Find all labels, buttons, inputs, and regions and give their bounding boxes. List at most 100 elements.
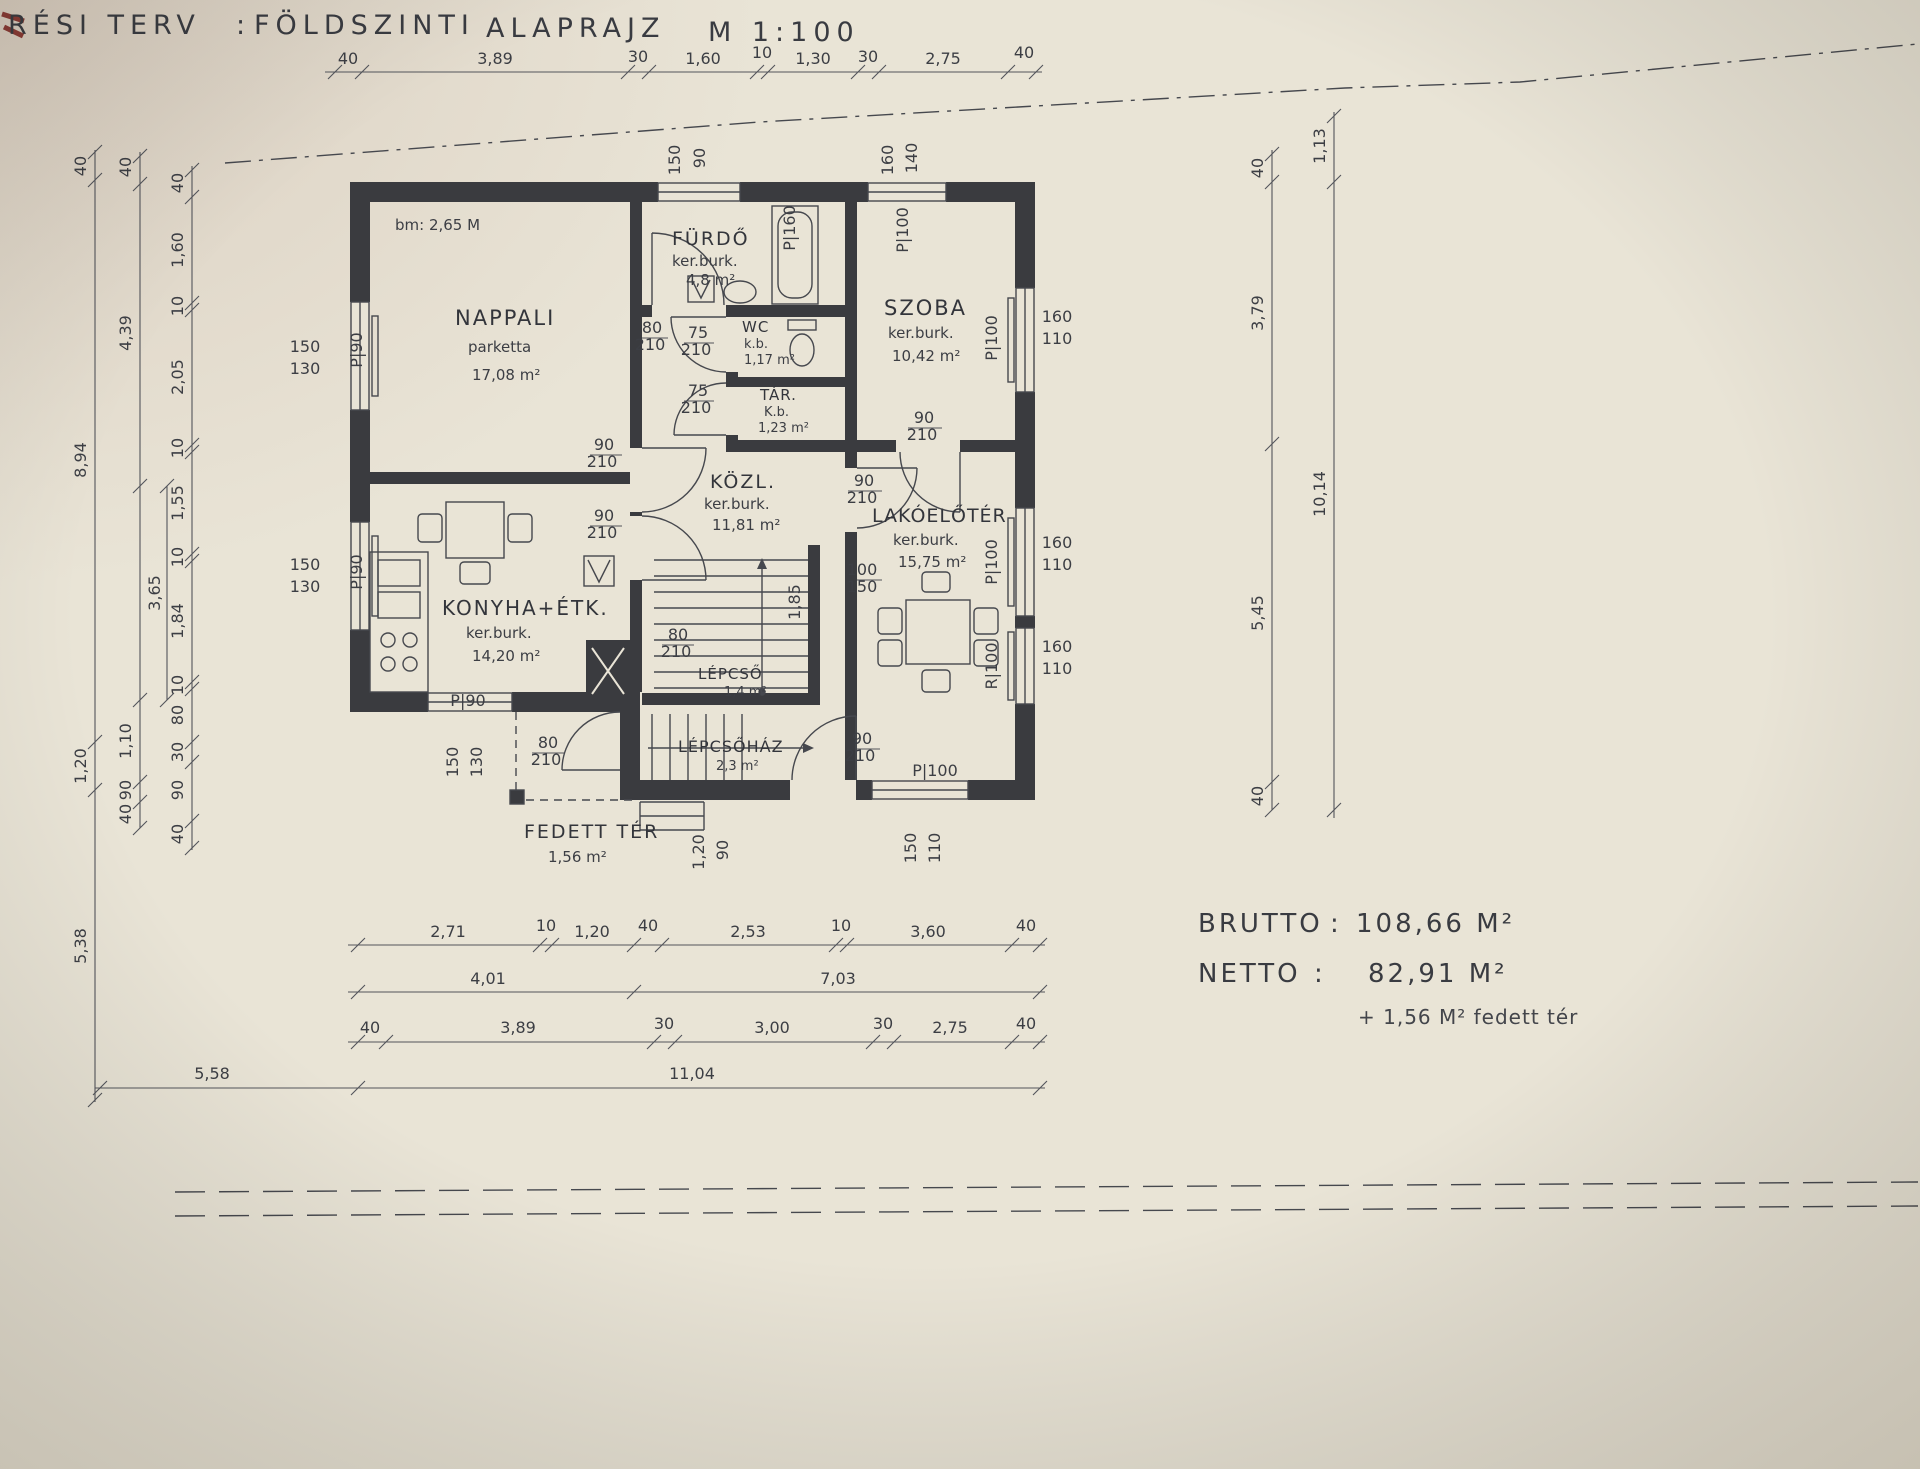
- room-area-wc: 1,17 m²: [744, 353, 795, 368]
- dimension-label: 40: [1016, 916, 1036, 935]
- dimension-label: 40: [168, 824, 187, 844]
- dimension-label: 40: [168, 173, 187, 193]
- dimension-label: 40: [1248, 786, 1267, 806]
- wall-tar-bottom: [726, 440, 845, 452]
- dimension-label: 10: [168, 547, 187, 567]
- dimension-label: 210: [587, 452, 618, 471]
- room-finish-wc: k.b.: [744, 337, 768, 352]
- room-finish-kozl: ker.burk.: [704, 495, 770, 513]
- dimension-label: 160: [1042, 637, 1073, 656]
- dimension-label: 110: [1042, 659, 1073, 678]
- dimension-label: 3,60: [910, 922, 946, 941]
- dimension-label: 80: [168, 705, 187, 725]
- dimension-label: 1,85: [785, 584, 804, 620]
- room-name-kozl: KÖZL.: [710, 470, 776, 493]
- room-name-wc: WC: [742, 318, 769, 336]
- dimension-label: 160: [1042, 307, 1073, 326]
- room-name-konyha: KONYHA+ÉTK.: [442, 596, 609, 620]
- dimension-label: 210: [681, 340, 712, 359]
- dimension-label: 1,30: [795, 49, 831, 68]
- dimension-label: 210: [845, 746, 876, 765]
- dimension-label: 1,55: [168, 485, 187, 521]
- dimension-label: 2,75: [932, 1018, 968, 1037]
- dimension-label: 90: [713, 840, 732, 860]
- dimension-label: 40: [1014, 43, 1034, 62]
- dimension-label: 10,14: [1310, 471, 1329, 517]
- dimension-label: 40: [360, 1018, 380, 1037]
- dimension-label: 40: [1248, 158, 1267, 178]
- dimension-label: 3,79: [1248, 295, 1267, 331]
- room-area-tar: 1,23 m²: [758, 421, 809, 436]
- dimension-label: 10: [831, 916, 851, 935]
- brutto-value: 108,66 M²: [1356, 909, 1515, 939]
- porch-post: [509, 789, 525, 805]
- dimension-label: 10: [536, 916, 556, 935]
- dimension-label: 10: [168, 675, 187, 695]
- wall-bath-bottom-2: [726, 305, 845, 317]
- dimension-label: 210: [635, 335, 666, 354]
- dimension-label: 90: [168, 780, 187, 800]
- dimension-label: 30: [873, 1014, 893, 1033]
- dimension-label: P|160: [780, 205, 799, 251]
- dimension-label: 40: [338, 49, 358, 68]
- title-word1: FÖLDSZINTI: [254, 9, 475, 41]
- dimension-label: 150: [290, 337, 321, 356]
- room-area-konyha: 14,20 m²: [472, 647, 540, 665]
- dimension-label: 10: [168, 296, 187, 316]
- room-name-lepcsohaz: LÉPCSŐHÁZ: [678, 736, 784, 756]
- title-word2: ALAPRAJZ: [486, 13, 665, 44]
- wall-int-center-mullion: [630, 512, 642, 516]
- room-area-fedett-ter: 1,56 m²: [548, 848, 607, 866]
- dimension-label: 40: [71, 156, 90, 176]
- wall-bath-bottom-1: [642, 305, 652, 317]
- title-left: RÉSI TERV: [8, 9, 201, 41]
- netto-colon: :: [1314, 959, 1326, 989]
- title-scale: M 1:100: [708, 17, 860, 48]
- dimension-label: 8,94: [71, 442, 90, 478]
- dimension-label: 40: [638, 916, 658, 935]
- wall-stairwell-left: [620, 712, 640, 780]
- dimension-label: 210: [587, 523, 618, 542]
- dimension-label: 210: [661, 642, 692, 661]
- dimension-label: 1,10: [116, 723, 135, 759]
- window-bath-top: [657, 182, 741, 202]
- wall-top-2: [740, 182, 868, 202]
- wall-int-nappali-konyha: [350, 472, 630, 484]
- dimension-label: 130: [467, 747, 486, 778]
- dimension-label: R|100: [982, 642, 1001, 689]
- window-lakoeloter-right-2: [1015, 627, 1035, 705]
- dimension-label: 4,39: [116, 315, 135, 351]
- dimension-label: 150: [665, 145, 684, 176]
- wall-right-2: [1015, 392, 1035, 508]
- window-szoba-top: [867, 182, 947, 202]
- wall-stair-right: [808, 545, 820, 705]
- dimension-label: P|100: [893, 207, 912, 253]
- dimension-label: 1,13: [1310, 128, 1329, 164]
- room-area-lakoeloter: 15,75 m²: [898, 553, 966, 571]
- dimension-label: 90: [116, 780, 135, 800]
- room-name-fedett-ter: FEDETT TÉR: [524, 820, 659, 843]
- dimension-label: 150: [290, 555, 321, 574]
- room-area-lepcso: 1,4 m²: [724, 685, 767, 700]
- room-finish-konyha: ker.burk.: [466, 624, 532, 642]
- dimension-label: 1,20: [689, 834, 708, 870]
- dimension-label: 1,84: [168, 603, 187, 639]
- dimension-label: 160: [878, 145, 897, 176]
- dimension-label: 10: [752, 43, 772, 62]
- dimension-label: 110: [1042, 329, 1073, 348]
- dimension-label: 30: [858, 47, 878, 66]
- dimension-label: 150: [847, 577, 878, 596]
- dimension-label: 210: [681, 398, 712, 417]
- room-finish-szoba: ker.burk.: [888, 324, 954, 342]
- wall-right-4: [1015, 704, 1035, 780]
- dimension-label: 5,58: [194, 1064, 230, 1083]
- dimension-label: 3,65: [145, 575, 164, 611]
- dimension-label: 150: [901, 833, 920, 864]
- room-finish-nappali: parketta: [468, 338, 531, 356]
- wall-bottom-3: [968, 780, 1035, 800]
- dimension-label: P|100: [982, 539, 1001, 585]
- ceiling-height-note: bm: 2,65 M: [395, 216, 480, 234]
- dimension-label: 2,75: [925, 49, 961, 68]
